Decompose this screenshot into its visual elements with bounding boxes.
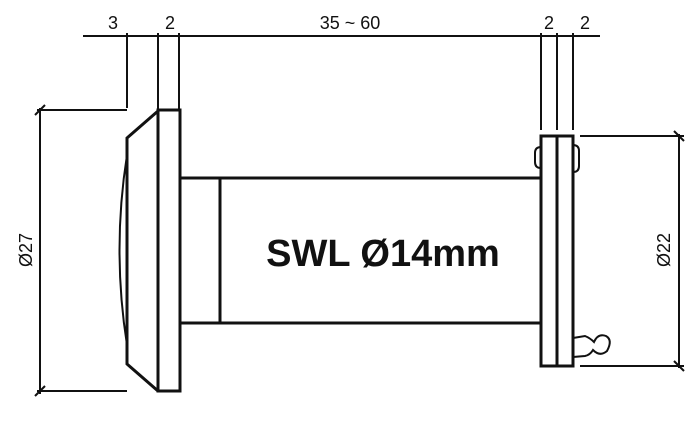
outer-diameter-dimension bbox=[34, 104, 127, 397]
outer-flange bbox=[156, 108, 182, 393]
cover-knob bbox=[572, 334, 611, 358]
inner-flange bbox=[534, 134, 580, 368]
product-label: SWL Ø14mm bbox=[266, 233, 500, 275]
lens bbox=[118, 109, 159, 393]
dim-inner-flange-2: 2 bbox=[580, 13, 590, 33]
extension-lines bbox=[126, 33, 574, 130]
inner-diameter-dimension bbox=[580, 130, 685, 372]
dim-inner-flange-1: 2 bbox=[544, 13, 554, 33]
dim-door-thickness: 35 ~ 60 bbox=[320, 13, 381, 33]
dim-lens-depth: 3 bbox=[108, 13, 118, 33]
dim-outer-flange: 2 bbox=[165, 13, 175, 33]
dim-inner-diameter: Ø22 bbox=[654, 233, 674, 267]
tube-body bbox=[180, 176, 541, 325]
dim-outer-diameter: Ø27 bbox=[16, 233, 36, 267]
